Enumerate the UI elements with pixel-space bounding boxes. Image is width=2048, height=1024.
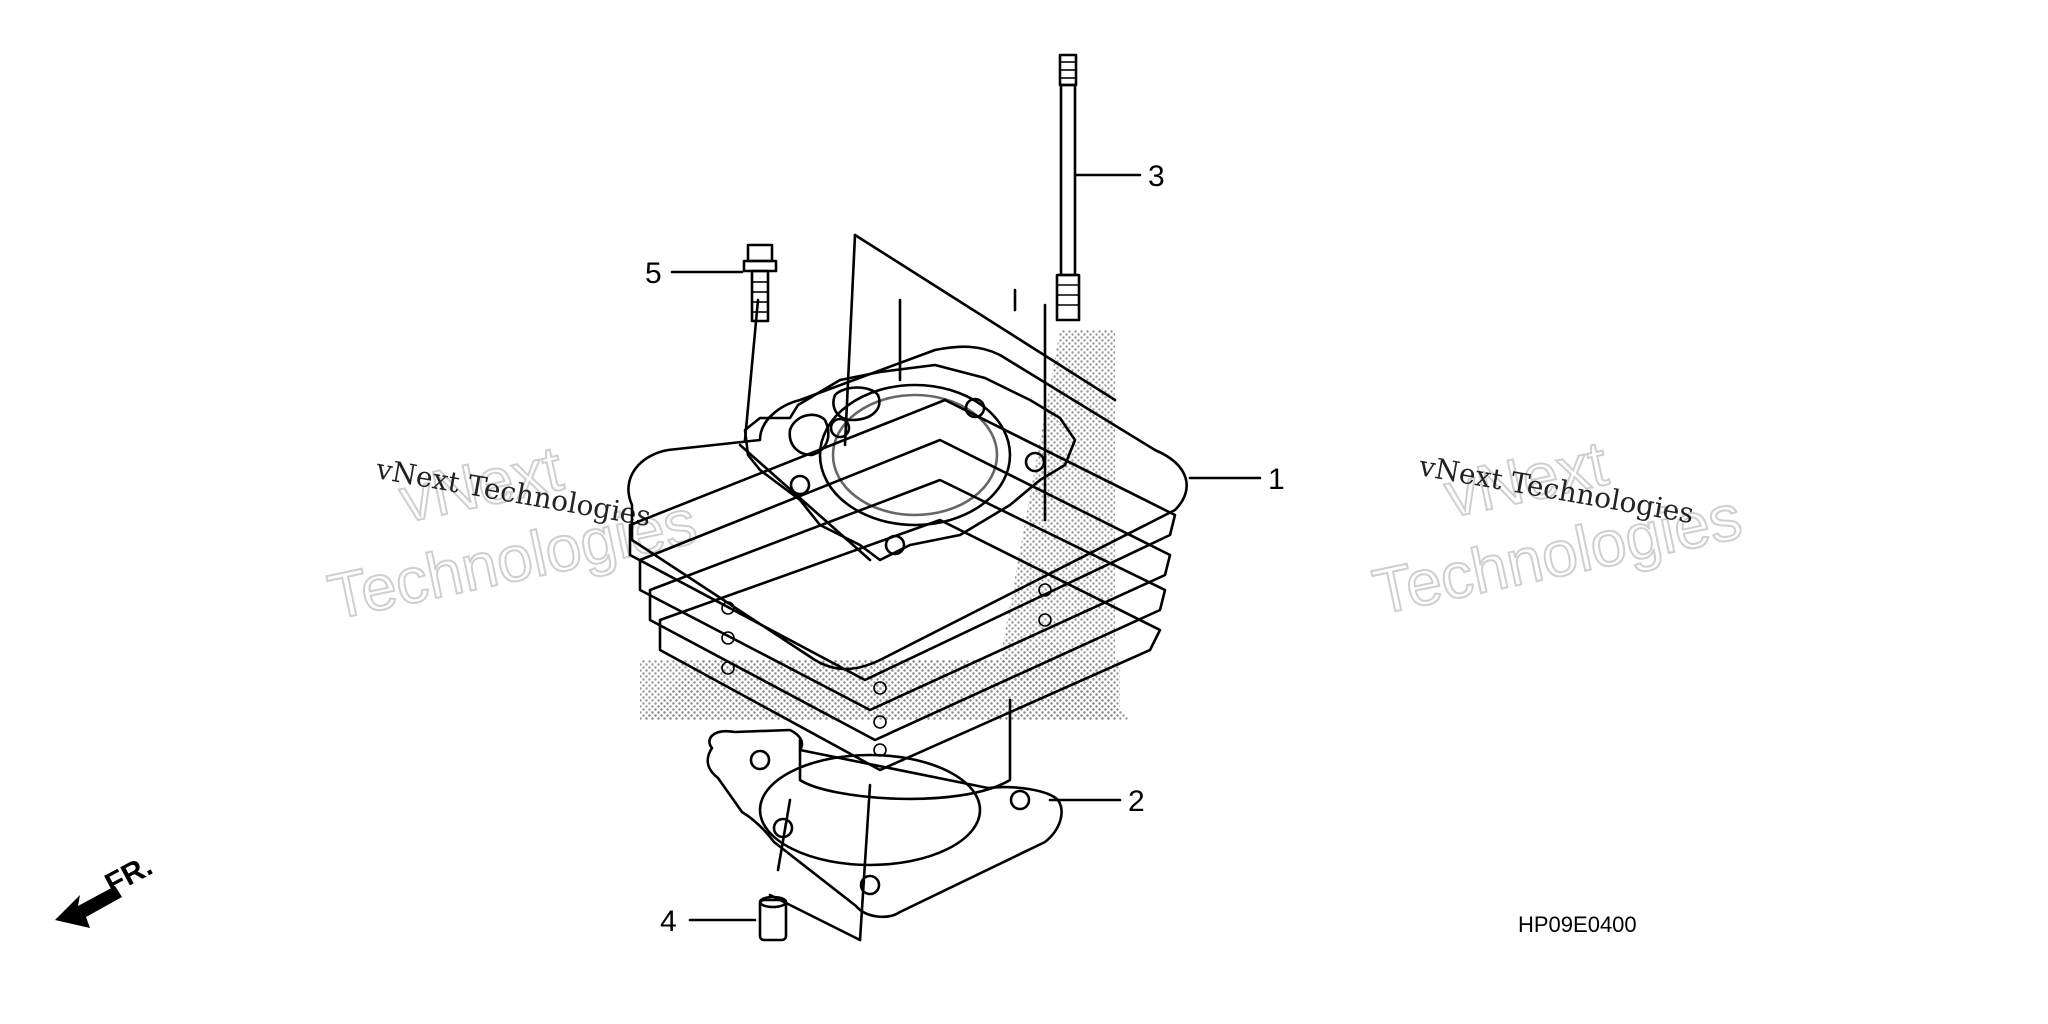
callout-label-3: 3 (1148, 160, 1165, 193)
callout-label-5: 5 (645, 257, 662, 290)
callout-1: 1 (1188, 463, 1285, 496)
base-gasket (706, 728, 1063, 919)
dowel-pin (758, 895, 788, 942)
callout-2: 2 (1048, 785, 1145, 818)
flange-bolt (742, 243, 778, 323)
front-arrow: FR. (55, 849, 158, 928)
callout-label-1: 1 (1268, 463, 1285, 496)
callout-3: 3 (1074, 160, 1165, 193)
head-gasket (743, 363, 1077, 562)
callout-5: 5 (645, 257, 744, 290)
callout-label-4: 4 (660, 905, 677, 938)
leader-lines (738, 233, 1117, 942)
fin-bolt-holes (721, 583, 1052, 757)
callout-4: 4 (660, 905, 757, 938)
diagram-code: HP09E0400 (1518, 912, 1637, 937)
cylinder-sleeve (798, 698, 1012, 801)
callout-label-2: 2 (1128, 785, 1145, 818)
cylinder-body (627, 345, 1188, 772)
stud-bolt (1055, 53, 1081, 322)
